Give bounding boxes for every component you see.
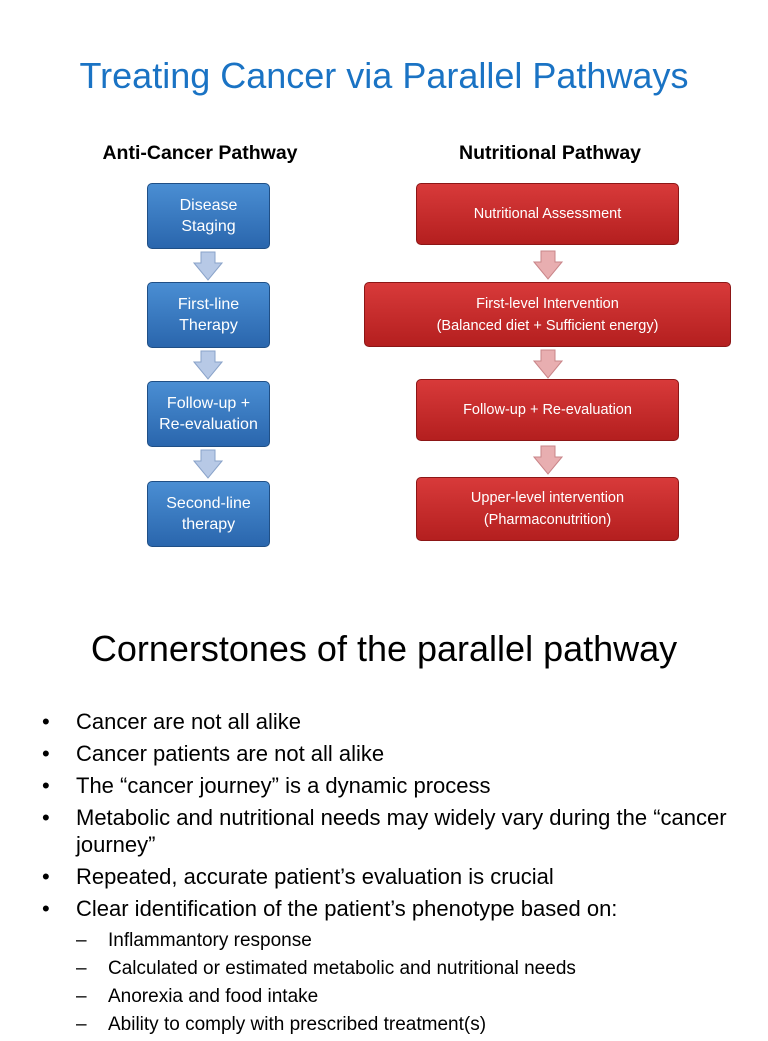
- sub-bullet-list: –Inflammantory response –Calculated or e…: [76, 929, 756, 1041]
- step-line: (Pharmaconutrition): [483, 512, 612, 528]
- list-item: –Ability to comply with prescribed treat…: [76, 1013, 756, 1037]
- bullet-marker: •: [42, 896, 50, 921]
- list-item: –Calculated or estimated metabolic and n…: [76, 957, 756, 981]
- list-item: • Cancer are not all alike: [38, 708, 748, 735]
- sub-bullet-text: Calculated or estimated metabolic and nu…: [108, 958, 576, 979]
- down-arrow-icon: [533, 349, 563, 379]
- nutritional-step-4: Upper-level intervention (Pharmaconutrit…: [416, 477, 679, 541]
- step-line: Follow-up + Re-evaluation: [463, 402, 632, 418]
- sub-marker: –: [76, 958, 87, 979]
- sub-bullet-text: Ability to comply with prescribed treatm…: [108, 1014, 487, 1035]
- step-line: First-level Intervention: [476, 295, 619, 312]
- list-item: –Anorexia and food intake: [76, 985, 756, 1009]
- list-item: –Inflammantory response: [76, 929, 756, 953]
- step-line: Upper-level intervention: [470, 490, 625, 506]
- down-arrow-icon: [533, 445, 563, 475]
- list-item: • Metabolic and nutritional needs may wid…: [38, 804, 748, 858]
- anti-cancer-step-4: Second-line therapy: [147, 481, 270, 547]
- list-item: • Repeated, accurate patient’s evaluation…: [38, 863, 748, 890]
- nutritional-step-2: First-level Intervention (Balanced diet …: [364, 282, 731, 347]
- sub-marker: –: [76, 930, 87, 951]
- list-item: • Clear identification of the patient’s p…: [38, 895, 748, 922]
- step-line: Therapy: [179, 317, 238, 334]
- step-line: Nutritional Assessment: [473, 206, 622, 222]
- bullet-marker: •: [42, 741, 50, 766]
- bullet-text: Cancer patients are not all alike: [76, 741, 385, 766]
- bullet-text: Clear identification of the patient’s ph…: [76, 896, 618, 921]
- anti-cancer-step-2: First-line Therapy: [147, 282, 270, 348]
- step-line: therapy: [181, 516, 236, 533]
- bullet-marker: •: [42, 709, 50, 734]
- slide-title: Treating Cancer via Parallel Pathways: [79, 55, 689, 96]
- bullet-text: The “cancer journey” is a dynamic proces…: [76, 773, 491, 798]
- sub-marker: –: [76, 986, 87, 1007]
- bullet-marker: •: [42, 864, 50, 889]
- sub-bullet-text: Inflammantory response: [108, 930, 312, 951]
- bullet-text: Cancer are not all alike: [76, 709, 302, 734]
- anti-cancer-step-1: Disease Staging: [147, 183, 270, 249]
- bullet-text: Repeated, accurate patient’s evaluation …: [76, 864, 554, 889]
- down-arrow-icon: [533, 250, 563, 280]
- step-line: Second-line: [166, 495, 251, 512]
- slide-parallel-pathways: Treating Cancer via Parallel Pathways An…: [79, 55, 731, 547]
- bullet-text: Metabolic and nutritional needs may wide…: [76, 805, 727, 857]
- anti-cancer-step-3: Follow-up + Re-evaluation: [147, 381, 270, 447]
- slide-cornerstones: Cornerstones of the parallel pathway • Ca…: [0, 600, 768, 1035]
- list-item: • The “cancer journey” is a dynamic proce…: [38, 772, 748, 799]
- anti-cancer-heading: Anti-Cancer Pathway: [102, 142, 298, 164]
- bullet-marker: •: [42, 805, 50, 830]
- step-line: First-line: [177, 296, 240, 313]
- list-item: • Cancer patients are not all alike: [38, 740, 748, 767]
- bullet-list: • Cancer are not all alike • Cancer patien…: [38, 708, 748, 927]
- step-line: Re-evaluation: [159, 416, 258, 433]
- sub-bullet-text: Anorexia and food intake: [108, 986, 319, 1007]
- down-arrow-icon: [193, 350, 223, 380]
- step-line: Staging: [181, 218, 236, 235]
- down-arrow-icon: [193, 449, 223, 479]
- nutritional-step-1: Nutritional Assessment: [416, 183, 679, 245]
- nutritional-step-3: Follow-up + Re-evaluation: [416, 379, 679, 441]
- sub-marker: –: [76, 1014, 87, 1035]
- step-line: (Balanced diet + Sufficient energy): [436, 317, 659, 334]
- down-arrow-icon: [193, 251, 223, 281]
- step-line: Follow-up +: [166, 395, 251, 412]
- step-line: Disease: [179, 197, 238, 214]
- bullet-marker: •: [42, 773, 50, 798]
- slide-title: Cornerstones of the parallel pathway: [90, 628, 678, 669]
- nutritional-heading: Nutritional Pathway: [458, 142, 642, 164]
